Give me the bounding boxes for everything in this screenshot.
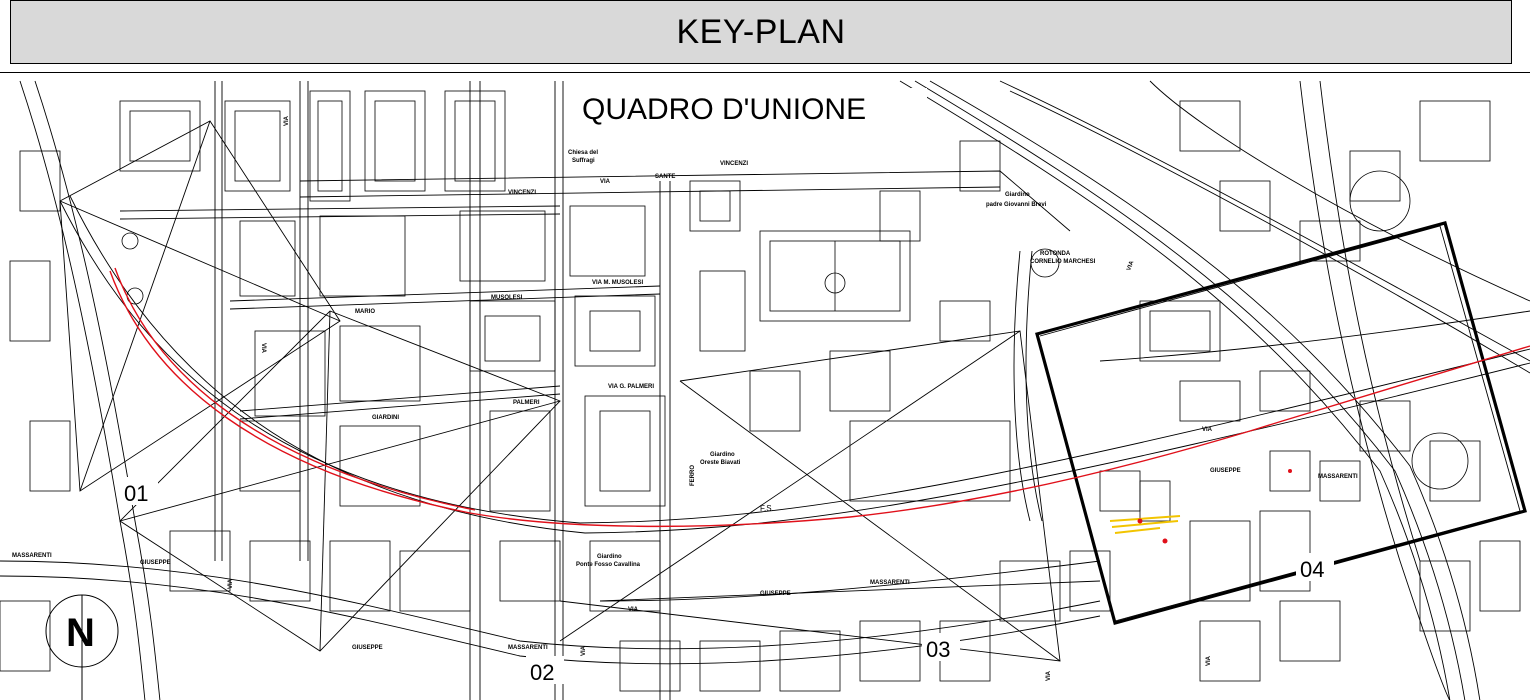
street-label: VIA (1206, 655, 1212, 666)
tram-route[interactable] (109, 267, 1530, 528)
chiesa-label-1: Chiesa del (568, 150, 598, 156)
street-label: VIA (1202, 427, 1213, 433)
works-highlight (1109, 515, 1181, 534)
chiesa-label-2: Suffragi (572, 158, 595, 164)
street-label: VINCENZI (720, 161, 748, 167)
north-arrow-icon: N (45, 594, 119, 700)
street-label: VIA (260, 343, 266, 354)
sheet-label-01[interactable]: 01 (124, 481, 148, 506)
rotonda-label-2: CORNELIO MARCHESI (1030, 259, 1096, 265)
giardino-cavallina-label-2: Ponte Fosso Cavallina (576, 562, 641, 568)
street-label: VIA (284, 115, 290, 126)
street-label: MASSARENTI (12, 553, 52, 559)
giardino-cavallina-label-1: Giardino (597, 554, 622, 560)
street-label: F.S. (760, 504, 774, 513)
street-label: PALMERI (513, 400, 540, 406)
street-label: SANTE (655, 174, 675, 180)
rotonda-label-1: ROTONDA (1040, 251, 1071, 257)
street-label: VIA M. MUSOLESI (592, 280, 643, 286)
street-label: GIUSEPPE (140, 560, 171, 566)
place-labels: Chiesa del Suffragi Giardino padre Giova… (568, 150, 1096, 568)
street-label: GIUSEPPE (352, 645, 383, 651)
street-label: MASSARENTI (508, 645, 548, 651)
giardino-brevi-label-2: padre Giovanni Brevi (986, 202, 1047, 208)
street-label: MASSARENTI (870, 580, 910, 586)
giardino-brevi-label-1: Giardino (1005, 192, 1030, 198)
north-arrow-letter: N (66, 611, 95, 655)
street-label: GIUSEPPE (1210, 468, 1241, 474)
street-label: VIA (1046, 670, 1052, 681)
works-markers (1137, 469, 1292, 544)
sheet-label-02[interactable]: 02 (530, 660, 554, 685)
street-label: VIA (600, 179, 611, 185)
street-label: VIA (228, 578, 234, 589)
sheet-labels[interactable]: 01 02 03 04 (120, 477, 1334, 685)
street-label: GIUSEPPE (760, 591, 791, 597)
giardino-biavati-label-2: Oreste Biavati (700, 460, 741, 466)
building-blocks (0, 90, 1521, 692)
street-network (0, 80, 1530, 700)
sheet-label-04[interactable]: 04 (1300, 557, 1324, 582)
street-label: VIA (581, 645, 587, 656)
street-label: VIA (1126, 260, 1135, 272)
street-label: MASSARENTI (1318, 474, 1358, 480)
key-plan-title: KEY-PLAN (676, 12, 846, 51)
street-label: VIA (628, 607, 639, 613)
map-frame: N QUADRO D'UNIONE 01 02 03 04 Chiesa del… (0, 72, 1530, 700)
map-canvas[interactable]: N QUADRO D'UNIONE 01 02 03 04 Chiesa del… (0, 73, 1530, 700)
street-labels: VIA SANTE VINCENZI VINCENZI VIA MUSOLESI… (12, 115, 1358, 681)
street-label: FERRO (690, 465, 696, 486)
sheet-label-03[interactable]: 03 (926, 637, 950, 662)
giardino-biavati-label-1: Giardino (710, 452, 735, 458)
street-label: MARIO (355, 309, 375, 315)
sheet-grid-lines (59, 120, 1521, 662)
quadro-unione-label: QUADRO D'UNIONE (582, 93, 866, 126)
street-label: VINCENZI (508, 190, 536, 196)
key-plan-header: KEY-PLAN (10, 0, 1512, 64)
street-label: MUSOLESI (491, 295, 523, 301)
map-title: QUADRO D'UNIONE (582, 88, 927, 128)
street-label: VIA G. PALMERI (608, 384, 654, 390)
street-label: GIARDINI (372, 415, 399, 421)
sheet-04-frame[interactable] (1035, 221, 1527, 625)
